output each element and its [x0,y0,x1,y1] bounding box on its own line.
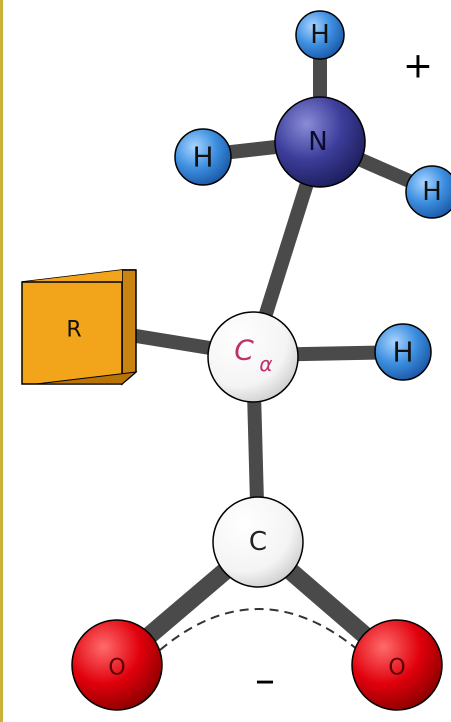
hydrogen-alpha: H [374,323,432,381]
hydrogen-alpha-label: H [392,336,413,369]
hydrogen-top: H [295,10,345,60]
left-border [0,0,3,722]
hydrogen-right-label: H [422,177,442,207]
resonance-arc [159,608,359,651]
r-group: R [21,269,138,386]
oxygen-right: O [351,619,443,711]
carboxyl-carbon-label: C [249,527,267,557]
hydrogen-right: H [405,165,451,219]
alpha-carbon-label: C [234,334,254,367]
alpha-carbon-subscript: α [259,352,272,376]
r-group-label: R [66,318,81,343]
oxygen-left: O [71,619,163,711]
nitrogen-label: N [308,127,327,157]
alpha-carbon: C α [207,311,299,403]
oxygen-left-label: O [108,656,125,681]
carboxyl-carbon: C [212,496,304,588]
hydrogen-top-label: H [310,20,330,50]
hydrogen-left-label: H [192,141,213,174]
positive-charge: + [403,46,433,87]
negative-charge: – [255,657,275,703]
oxygen-right-label: O [388,656,405,681]
nitrogen: N [274,96,366,188]
hydrogen-left: H [174,128,232,186]
